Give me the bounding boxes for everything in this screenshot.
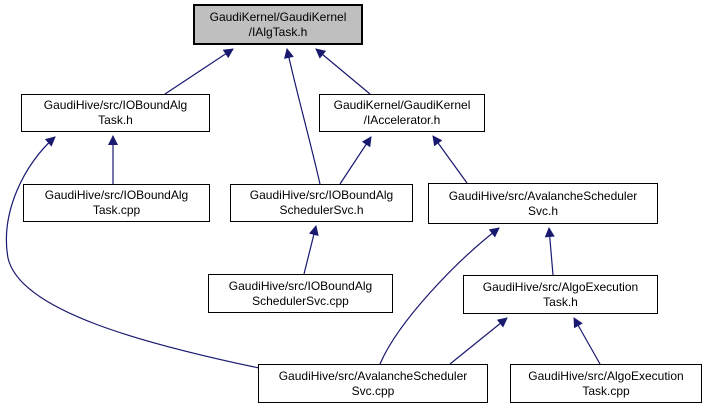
edge-ioboundalgschedulersvc-h-to-iaccelerator-h bbox=[339, 136, 372, 185]
edge-ioboundalgschedulersvc-cpp-to-ioboundalgschedulersvc-h bbox=[303, 225, 319, 275]
edge-avalancheschedulersvc-cpp-to-algoexecutiontask-h bbox=[449, 317, 508, 365]
edge-avalancheschedulersvc-cpp-to-ioboundalgtask-h bbox=[5, 136, 260, 369]
edge-algoexecutiontask-h-to-avalancheschedulersvc-h bbox=[544, 227, 555, 276]
node-label-line2: Task.cpp bbox=[582, 383, 630, 398]
edge-avalancheschedulersvc-h-to-iaccelerator-h bbox=[432, 135, 468, 184]
node-label-line1: GaudiHive/src/IOBoundAlg bbox=[249, 188, 394, 202]
node-label-line2: Task.cpp bbox=[92, 203, 141, 217]
node-label-line2: SchedulerSvc.h bbox=[279, 203, 364, 217]
node-label-line1: GaudiHive/src/AvalancheScheduler bbox=[448, 188, 638, 203]
node-label-line2: /IAccelerator.h bbox=[363, 113, 441, 127]
node-label-line1: GaudiKernel/GaudiKernel bbox=[209, 9, 347, 24]
node-label-line1: GaudiHive/src/AvalancheScheduler bbox=[278, 368, 468, 383]
node-label-line1: GaudiHive/src/AlgoExecution bbox=[482, 279, 639, 294]
node-label-line1: GaudiHive/src/IOBoundAlg bbox=[228, 278, 373, 293]
node-label-line2: Task.h bbox=[98, 113, 133, 127]
node-label-line2: SchedulerSvc.cpp bbox=[252, 293, 349, 308]
node-label-line2: /IAlgTask.h bbox=[248, 24, 308, 39]
node-label-line1: GaudiHive/src/AlgoExecution bbox=[528, 368, 684, 383]
node-label-line1: GaudiHive/src/IOBoundAlg bbox=[44, 188, 189, 202]
edge-avalancheschedulersvc-cpp-to-avalancheschedulersvc-h bbox=[379, 227, 500, 365]
edge-ioboundalgtask-h-to-ialgtask-h bbox=[164, 48, 234, 95]
graph-node-iaccelerator-h[interactable]: GaudiKernel/GaudiKernel/IAccelerator.h bbox=[319, 94, 485, 132]
graph-node-ialgtask-h[interactable]: GaudiKernel/GaudiKernel/IAlgTask.h bbox=[193, 4, 363, 45]
node-label-line1: GaudiHive/src/IOBoundAlg bbox=[43, 98, 188, 112]
node-label-line2: Task.h bbox=[543, 294, 578, 309]
edge-iaccelerator-h-to-ialgtask-h bbox=[315, 48, 371, 95]
edge-ioboundalgschedulersvc-h-to-ialgtask-h bbox=[284, 48, 321, 185]
node-label-line2: Svc.cpp bbox=[351, 383, 395, 398]
node-label-line2: Svc.h bbox=[527, 203, 558, 218]
edge-algoexecutiontask-cpp-to-algoexecutiontask-h bbox=[573, 317, 601, 365]
node-label-line1: GaudiKernel/GaudiKernel bbox=[333, 98, 471, 112]
